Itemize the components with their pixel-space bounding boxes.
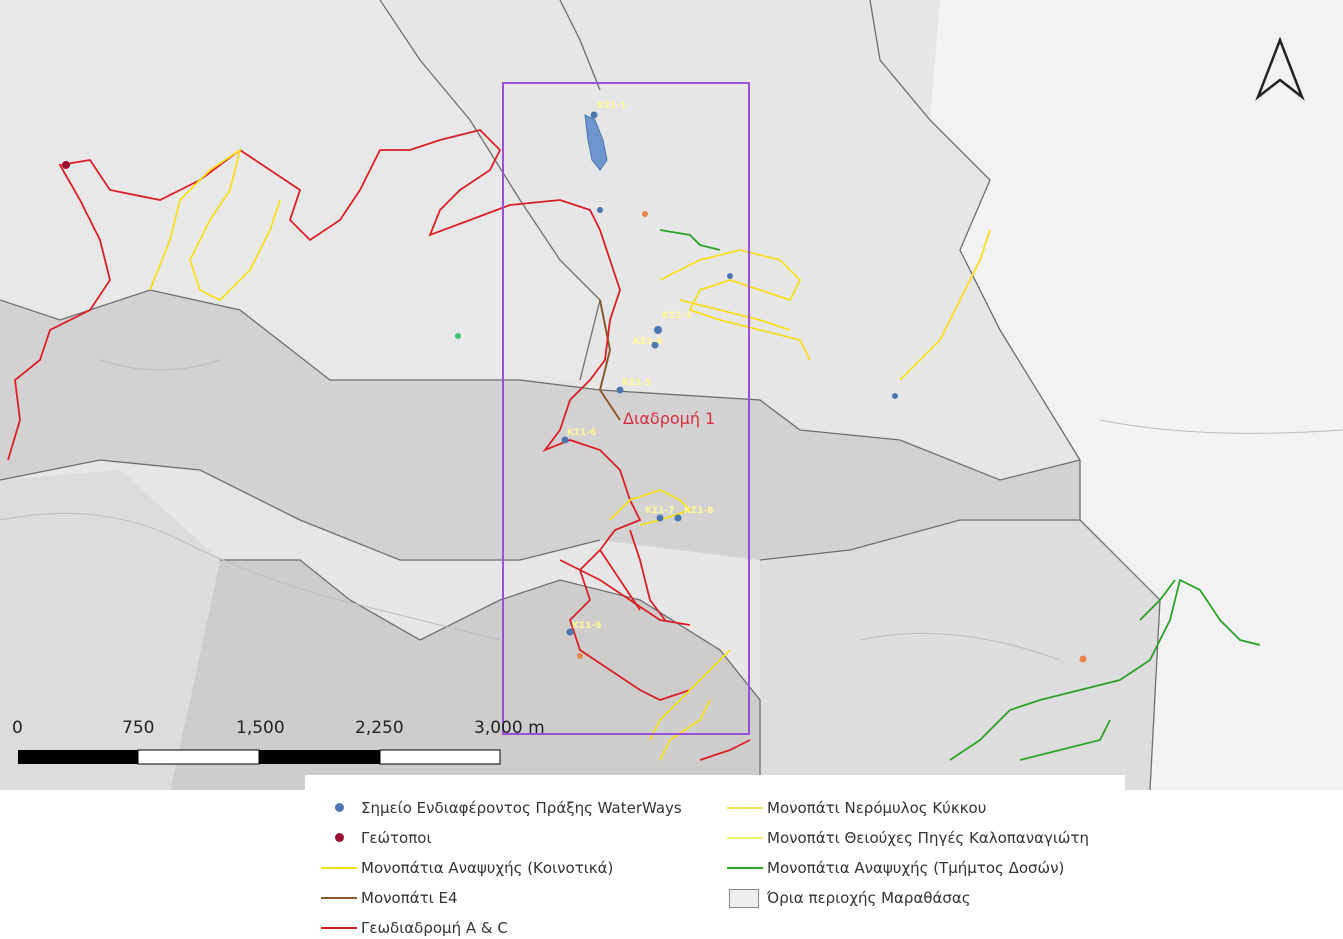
poi-label: ΚΣ1-3 <box>662 311 692 321</box>
legend-item-poi: Σημείο Ενδιαφέροντος Πράξης WaterWays <box>317 797 682 819</box>
district-polygon <box>0 470 220 790</box>
map-canvas[interactable] <box>0 0 1343 790</box>
scale-label: 3,000 m <box>474 718 545 738</box>
poi-label: ΚΣ1-4 <box>633 337 663 347</box>
legend-item-geosites: Γεώτοποι <box>317 827 432 849</box>
poi-label: ΚΣ1-1 <box>597 101 627 111</box>
poi-label: ΚΣ1-6 <box>567 428 597 438</box>
dosa-trails <box>659 229 1261 761</box>
geosite-points <box>62 161 70 169</box>
other-points <box>577 211 1087 663</box>
legend-item-kalopanagiotis-trail: Μονοπάτι Θειούχες Πηγές Καλοπαναγιώτη <box>723 827 1089 849</box>
scale-label: 750 <box>122 718 155 738</box>
legend-item-community-trails: Μονοπάτια Αναψυχής (Κοινοτικά) <box>317 857 613 879</box>
legend-item-geo-route: Γεωδιαδρομή Α & C <box>317 917 508 939</box>
poi-label: ΚΣ1-7 <box>645 506 675 516</box>
recreation-trails <box>149 147 991 761</box>
study-area-frame <box>502 82 750 735</box>
legend: Σημείο Ενδιαφέροντος Πράξης WaterWays Γε… <box>305 775 1125 939</box>
scale-label: 2,250 <box>355 718 404 738</box>
district-polygon <box>170 560 760 790</box>
roads <box>0 359 1343 661</box>
legend-item-kykkos-trail: Μονοπάτι Νερόμυλος Κύκκου <box>723 797 986 819</box>
e4-trail <box>598 299 621 421</box>
district-polygon <box>760 520 1160 790</box>
poi-points <box>561 111 898 636</box>
poi-label: ΚΣ1-8 <box>684 506 714 516</box>
legend-item-marathasa-boundary: Όρια περιοχής Μαραθάσας <box>723 887 971 909</box>
scale-bar <box>18 749 501 765</box>
legend-item-dosa-trails: Μονοπάτια Αναψυχής (Τμήμτος Δοσών) <box>723 857 1064 879</box>
outside-area <box>930 0 1343 790</box>
geo-route <box>7 129 751 761</box>
scale-label: 0 <box>12 718 23 738</box>
route-label: Διαδρομή 1 <box>623 409 716 428</box>
scale-label: 1,500 <box>236 718 285 738</box>
green-point <box>455 333 461 339</box>
legend-item-e4: Μονοπάτι Ε4 <box>317 887 458 909</box>
district-polygon <box>0 290 1080 560</box>
reservoir-polygon <box>584 114 608 171</box>
north-arrow-icon <box>1255 36 1305 101</box>
district-boundaries <box>0 0 1161 790</box>
poi-label: ΚΣ1-5 <box>622 378 652 388</box>
poi-label: ΚΣ1-9 <box>572 621 602 631</box>
